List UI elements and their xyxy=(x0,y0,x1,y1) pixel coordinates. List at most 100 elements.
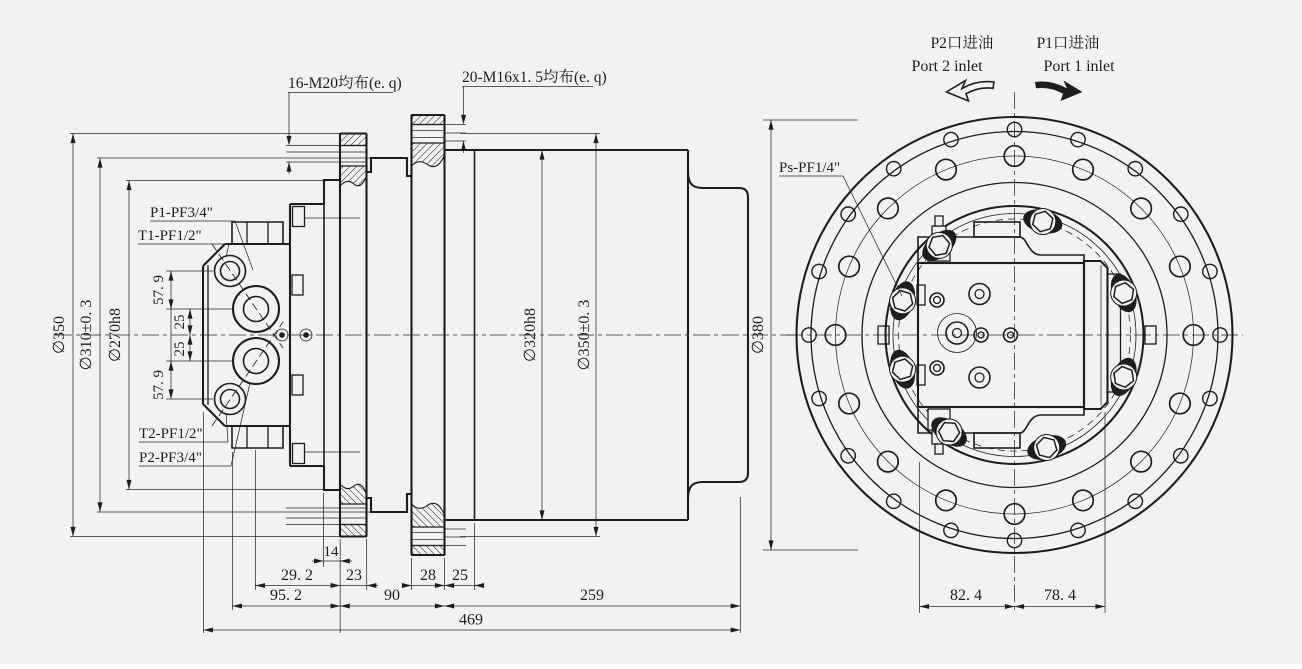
valve-block-ports-circle xyxy=(242,295,270,323)
sprocket-bolt-holes xyxy=(943,522,959,539)
port1-inlet-cn: P1口进油 xyxy=(1037,31,1100,53)
length-dimension-chain: 14 29. 2 23 28 25 95. 2 90 259 xyxy=(203,412,741,633)
housing-bolt-holes xyxy=(876,450,900,473)
valve-block-ports-circle xyxy=(219,388,241,410)
side-section-view-g-path xyxy=(202,243,226,267)
port-labels-path xyxy=(139,382,251,467)
sprocket-bolt-holes xyxy=(840,447,857,464)
thread-note-16-M20: 16-M20均布(e. q) xyxy=(286,71,402,174)
dim-57-9-top: 57. 9 xyxy=(151,275,167,305)
block-face-ports-circle xyxy=(929,360,945,376)
housing-bolt-holes xyxy=(837,392,861,415)
diameter-dimensions-mid: ∅320h8 ∅350±0. 3 ∅380 xyxy=(522,120,774,550)
housing-bolt-holes xyxy=(1129,450,1153,473)
left-lug xyxy=(877,325,890,345)
right-lug xyxy=(1144,325,1157,345)
side-section-view-g xyxy=(70,113,858,335)
flange-bolt-holes xyxy=(801,121,1228,549)
block-face-ports-circle xyxy=(1002,327,1019,343)
valve-block-ports-circle xyxy=(213,254,247,288)
dim-29-2: 29. 2 xyxy=(281,567,313,584)
dim-25-top: 25 xyxy=(172,315,188,330)
cartridge-bolt xyxy=(1110,273,1138,313)
housing-bolt-holes xyxy=(1168,255,1192,278)
dim-d310: ∅310±0. 3 xyxy=(78,300,95,371)
block-face-ports-circle xyxy=(951,327,963,339)
valve-block-ports-path xyxy=(211,321,284,427)
front-view: Ps-PF1/4" P2口进油 Port 2 inlet P1口进油 Port … xyxy=(779,31,1243,613)
side-section-view-g-rect xyxy=(291,205,306,228)
side-section-view-g-path xyxy=(246,222,269,244)
sprocket-bolt-holes xyxy=(1127,493,1144,510)
dim-95-2: 95. 2 xyxy=(270,587,302,604)
valve-block-ports-circle xyxy=(231,284,281,334)
rotation-annotations: P2口进油 Port 2 inlet P1口进油 Port 1 inlet xyxy=(911,31,1115,103)
sprocket-flange-od-circle xyxy=(795,115,1234,555)
side-section-view-g-rect xyxy=(410,114,446,126)
side-section-view-g-path xyxy=(686,171,750,335)
dim-d350: ∅350 xyxy=(51,316,68,354)
port2-inlet-en: Port 2 inlet xyxy=(911,58,983,75)
side-section-view: 16-M20均布(e. q) 20-M16x1. 5均布(e. q) P1-PF… xyxy=(51,65,860,633)
port-label-t1: T1-PF1/2" xyxy=(138,228,202,244)
motor-cartridge-rect xyxy=(916,284,926,306)
sprocket-bolt-holes xyxy=(1202,390,1218,407)
cartridge-bolt xyxy=(889,281,917,321)
dim-78-4: 78. 4 xyxy=(1044,587,1076,604)
cartridge-bolt-polygon xyxy=(891,358,914,381)
block-face-ports-circle xyxy=(932,363,942,373)
side-section-view-g-path xyxy=(322,178,340,204)
dim-d350t: ∅350±0. 3 xyxy=(576,300,593,371)
sprocket-bolt-holes xyxy=(943,131,959,148)
sprocket-bolt-holes xyxy=(1006,532,1023,549)
thread-note-20-M16: 20-M16x1. 5均布(e. q) xyxy=(461,65,607,153)
port-labels: P1-PF3/4" T1-PF1/2" T2-PF1/2" P2-PF3/4" xyxy=(138,205,254,467)
block-face-ports-circle xyxy=(932,295,942,305)
housing-bolt-holes xyxy=(934,489,958,512)
cartridge-bolt xyxy=(889,349,917,389)
flange-step-circle xyxy=(810,130,1219,540)
dim-57-9-bottom: 57. 9 xyxy=(151,370,167,400)
sprocket-bolt-holes xyxy=(1172,206,1189,223)
dim-d380: ∅380 xyxy=(750,316,767,354)
side-section-view-g-path xyxy=(444,124,466,142)
housing-bolt-holes xyxy=(1129,197,1153,220)
housing-bore-circle xyxy=(884,204,1145,466)
valve-block-ports-circle xyxy=(231,336,281,386)
dim-469: 469 xyxy=(459,612,483,629)
block-face-ports-circle xyxy=(968,366,991,389)
side-section-view-g-path xyxy=(286,145,340,163)
motor-cartridge-g-rect xyxy=(934,443,944,455)
pilot-circle xyxy=(861,181,1168,489)
sprocket-bolt-holes xyxy=(1070,131,1086,148)
sprocket-bolt-holes xyxy=(1070,522,1086,539)
sprocket-bolt-holes xyxy=(885,160,902,177)
side-section-view-g-path xyxy=(366,156,412,178)
port-label-p1: P1-PF3/4" xyxy=(150,205,213,221)
valve-block-ports-circle xyxy=(219,260,241,282)
sprocket-bolt-holes xyxy=(1202,263,1218,280)
port2-rotation-arrow xyxy=(944,78,995,103)
valve-block-ports-circle xyxy=(299,328,313,342)
sprocket-bolt-holes xyxy=(811,390,827,407)
motor-cartridge-rect xyxy=(916,364,926,386)
cartridge-bolts xyxy=(889,208,1138,461)
motor-cartridge-g-rect xyxy=(934,215,944,227)
valve-block-ports-circle xyxy=(242,347,270,375)
front-center-dimensions-path xyxy=(919,412,1106,613)
dim-90: 90 xyxy=(384,587,400,604)
housing-bolt-holes xyxy=(934,158,958,181)
bore-inner-circle xyxy=(892,213,1137,457)
block-face-ports-circle xyxy=(968,282,991,306)
side-section-view-g-rect xyxy=(339,132,368,147)
housing-bolt-holes xyxy=(1003,144,1026,168)
sprocket-bolt-holes xyxy=(801,327,817,343)
sprocket-bolt-holes xyxy=(811,263,827,280)
block-face-ports-circle xyxy=(945,321,969,345)
motor-cartridge-rect xyxy=(973,221,1021,238)
side-section-view-g-path xyxy=(231,221,284,244)
dim-d320: ∅320h8 xyxy=(522,308,539,362)
cartridge-bolt-polygon xyxy=(937,421,961,443)
